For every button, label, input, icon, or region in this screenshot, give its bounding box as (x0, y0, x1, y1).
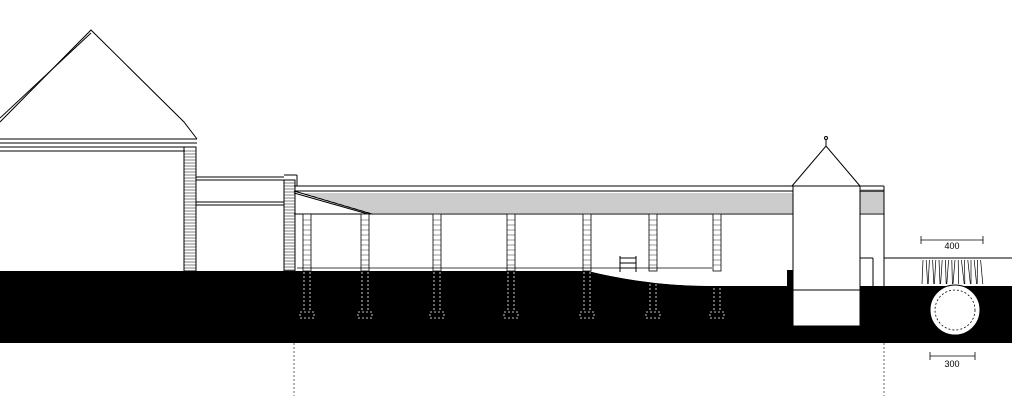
hatch-line (938, 259, 941, 285)
arcade-column (645, 213, 661, 319)
hatch-line (932, 259, 935, 285)
dimension-upper: 400 (920, 236, 984, 251)
arcade-column (503, 213, 519, 319)
main-house (0, 29, 198, 272)
hatch-line (940, 259, 943, 285)
arcade-column (357, 213, 373, 319)
footing-base (429, 311, 445, 319)
hatch-line (951, 259, 953, 285)
connector-siding (284, 179, 295, 271)
tower-left-post (787, 270, 793, 286)
footing-base (645, 311, 661, 319)
hatch-line (925, 259, 928, 285)
footing-base (299, 311, 315, 319)
hatch-line (952, 259, 956, 285)
footing-base (579, 311, 595, 319)
column-shaft (582, 213, 592, 272)
column-shaft (432, 213, 442, 272)
arcade-column (709, 213, 725, 319)
column-shaft (712, 213, 722, 272)
column-shaft (648, 213, 658, 272)
arcade-roof-hatch (304, 193, 793, 213)
tower-body (792, 185, 861, 327)
tower (790, 136, 1012, 327)
arcade-column (429, 213, 445, 319)
dimension-upper-label: 400 (944, 241, 959, 251)
connector-column (283, 179, 296, 272)
pipe-hatch-block (921, 259, 984, 285)
pipe-inner (934, 289, 976, 331)
hatch-line (946, 259, 949, 285)
dimension-lower: 300 (929, 352, 976, 369)
hatch-line (921, 259, 924, 285)
column-shaft (360, 213, 370, 272)
hatch-line (945, 259, 947, 285)
hatch-line (961, 259, 965, 285)
footing-base (709, 311, 725, 319)
dimension-lower-label: 300 (944, 359, 959, 369)
annex-roof-hatch (860, 189, 884, 213)
ground (0, 271, 1012, 343)
connector-wing (196, 174, 298, 272)
main-house-roof (0, 29, 198, 140)
footing-base (357, 311, 373, 319)
pipe-outer (929, 284, 981, 336)
footing-base (503, 311, 519, 319)
main-house-siding (184, 150, 196, 269)
stair-gate (619, 256, 637, 272)
arcade-column (579, 213, 595, 319)
arcade-columns (299, 213, 725, 319)
hatch-line (934, 259, 937, 285)
column-shaft (506, 213, 516, 272)
main-house-roof-inner (0, 32, 92, 119)
tower-roof (791, 145, 861, 187)
hatch-line (980, 259, 984, 285)
ground-mass (0, 271, 1012, 343)
ground-slope-highlight (588, 271, 712, 286)
column-shaft (302, 213, 312, 272)
hatch-line (927, 259, 930, 285)
hatch-line (973, 259, 977, 285)
main-house-wall (183, 146, 197, 272)
hatch-line (967, 259, 971, 285)
pipe-detail (921, 259, 984, 336)
arcade-column (299, 213, 315, 319)
